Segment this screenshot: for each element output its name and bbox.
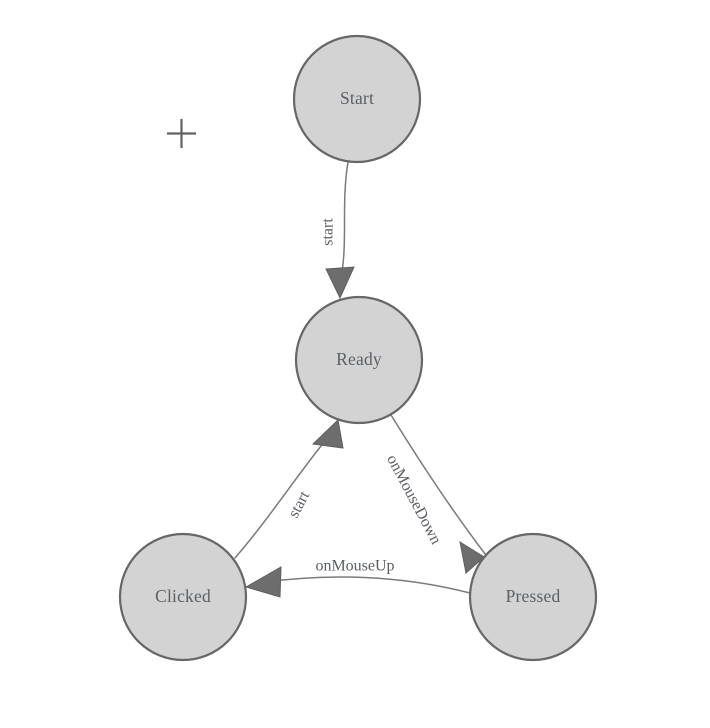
edge-start-to-ready[interactable]: start [320, 161, 355, 300]
node-start-circle [292, 34, 422, 164]
node-pressed-circle [468, 532, 598, 662]
edge-start-to-ready-arrowhead [325, 266, 355, 300]
edge-label-pressed-to-clicked: onMouseUp [315, 558, 394, 575]
edge-start-to-ready-path [340, 161, 349, 279]
plus-marker-icon [167, 119, 196, 148]
edge-pressed-to-clicked[interactable]: onMouseUp [244, 558, 471, 598]
edge-ready-to-pressed[interactable]: onMouseDown [383, 414, 490, 574]
edge-label-start-to-ready: start [320, 218, 337, 246]
edge-label-clicked-to-ready: start [285, 488, 313, 521]
node-clicked-label: Clicked [155, 586, 211, 606]
node-start-label: Start [340, 88, 374, 108]
node-clicked-circle [118, 532, 248, 662]
node-ready-circle [294, 295, 424, 425]
edge-clicked-to-ready[interactable]: start [234, 418, 344, 559]
edge-pressed-to-clicked-path [255, 576, 471, 594]
edge-clicked-to-ready-path [234, 440, 326, 559]
edge-clicked-to-ready-arrowhead [311, 418, 344, 449]
node-start[interactable]: Start [292, 34, 422, 164]
edge-ready-to-pressed-path [390, 414, 490, 560]
node-pressed-label: Pressed [506, 586, 561, 606]
edge-pressed-to-clicked-arrowhead [244, 566, 282, 598]
node-ready[interactable]: Ready [294, 295, 424, 425]
node-ready-label: Ready [336, 349, 382, 369]
edge-ready-to-pressed-arrowhead [459, 540, 485, 574]
edge-label-ready-to-pressed: onMouseDown [383, 452, 444, 547]
node-pressed[interactable]: Pressed [468, 532, 598, 662]
node-clicked[interactable]: Clicked [118, 532, 248, 662]
